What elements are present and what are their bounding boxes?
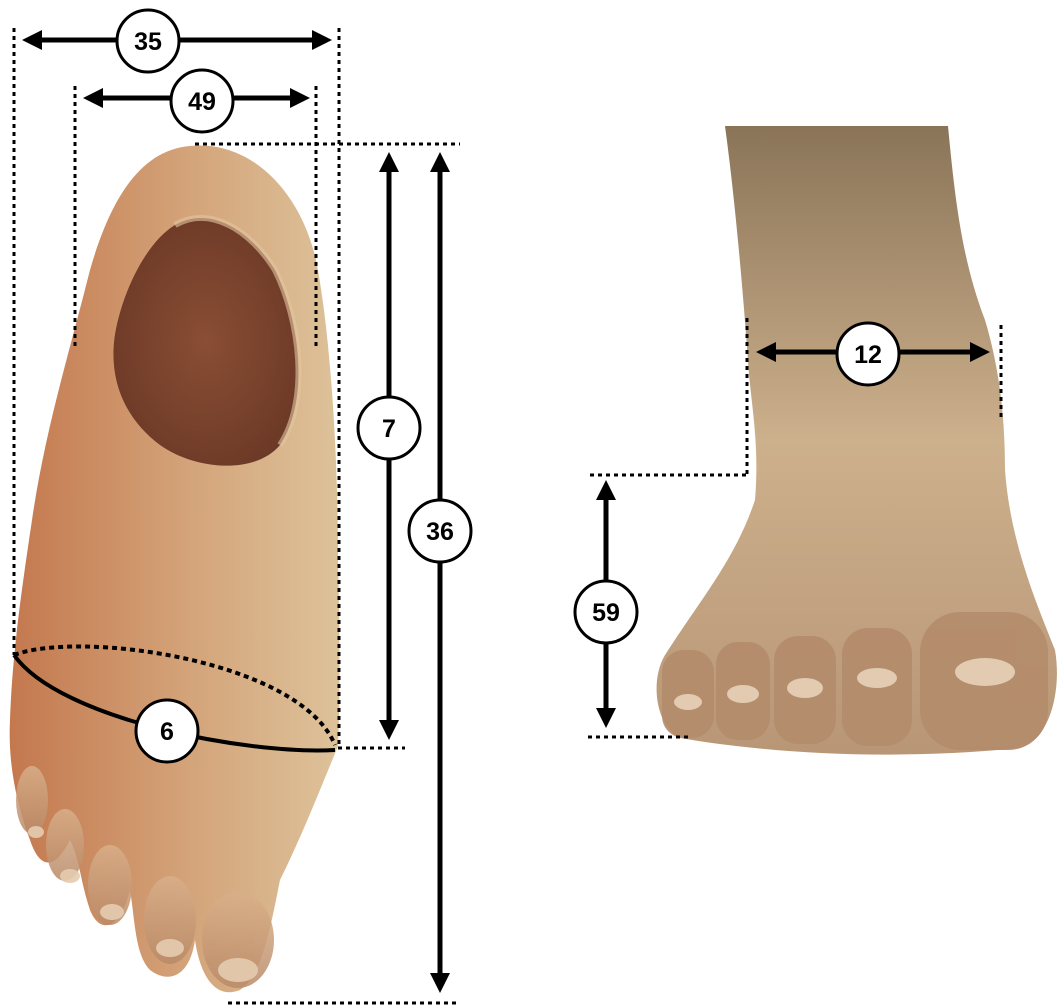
foot-front-view xyxy=(657,126,1057,755)
svg-text:6: 6 xyxy=(160,718,174,746)
callout-7: 7 xyxy=(358,397,420,459)
svg-text:35: 35 xyxy=(134,28,162,56)
callout-59: 59 xyxy=(575,581,637,643)
svg-text:59: 59 xyxy=(592,599,620,627)
svg-text:12: 12 xyxy=(854,341,882,369)
callout-35: 35 xyxy=(117,10,179,72)
callout-6: 6 xyxy=(136,700,198,762)
svg-text:7: 7 xyxy=(382,415,396,443)
callout-12: 12 xyxy=(837,323,899,385)
callout-36: 36 xyxy=(409,500,471,562)
svg-text:49: 49 xyxy=(188,88,216,116)
callout-49: 49 xyxy=(171,70,233,132)
svg-text:36: 36 xyxy=(426,518,454,546)
foot-bottom-view xyxy=(10,146,340,993)
